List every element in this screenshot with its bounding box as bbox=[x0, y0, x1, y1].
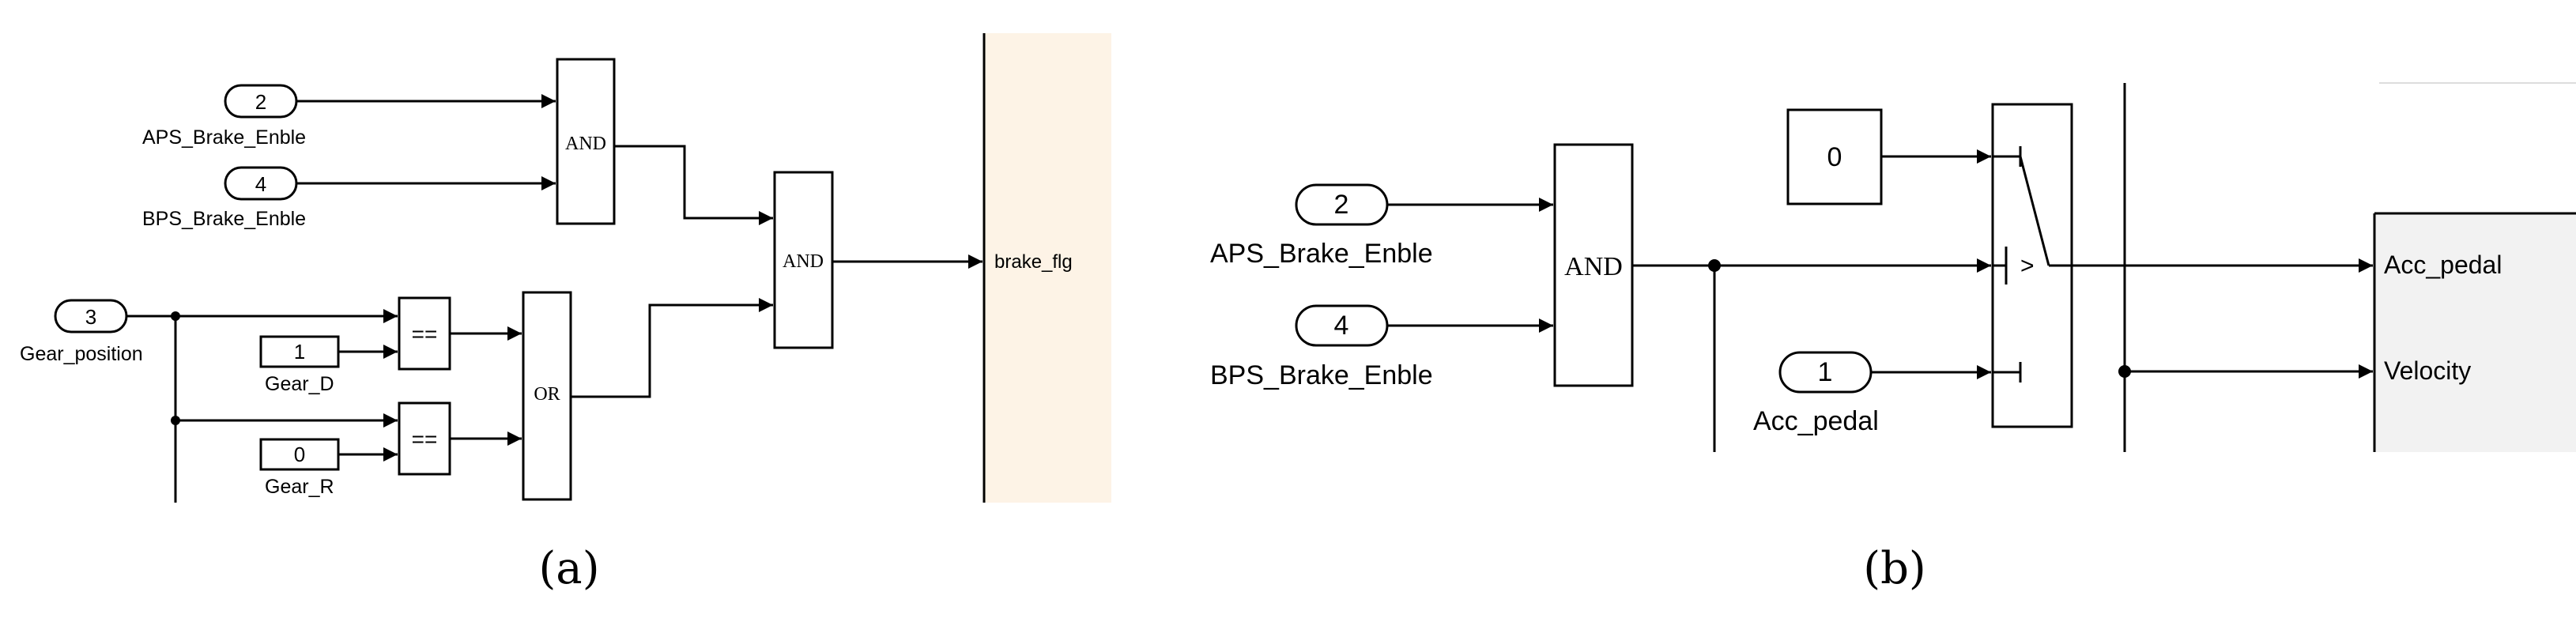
constant-gear-d-label: Gear_D bbox=[265, 373, 334, 395]
constant-gear-r-label: Gear_R bbox=[265, 476, 334, 498]
relational-eq-block-2[interactable] bbox=[398, 401, 451, 476]
caption-b: (b) bbox=[1863, 543, 1926, 594]
inport-aps-b-label: APS_Brake_Enble bbox=[1210, 239, 1433, 269]
inport-bps-b-number: 4 bbox=[1334, 311, 1349, 341]
inport-bps-a-label: BPS_Brake_Enble bbox=[142, 208, 306, 230]
constant-gear-d-value: 1 bbox=[294, 340, 305, 364]
or-block-label: OR bbox=[534, 384, 560, 405]
switch-criteria-symbol: > bbox=[2020, 253, 2035, 279]
and-block-1-label: AND bbox=[565, 134, 606, 154]
inport-bps-b-label: BPS_Brake_Enble bbox=[1210, 360, 1433, 390]
and-block-2-label: AND bbox=[783, 251, 824, 272]
and-block-1[interactable] bbox=[556, 58, 616, 225]
panel-a: 2 APS_Brake_Enble 4 BPS_Brake_Enble AND … bbox=[20, 33, 1111, 594]
switch-glyph-icon bbox=[1993, 146, 2072, 382]
constant-zero-b[interactable] bbox=[1786, 108, 1883, 205]
wire-and1-to-and2 bbox=[614, 145, 773, 225]
inport-gear-position-label: Gear_position bbox=[20, 343, 143, 365]
inport-aps-a-number: 2 bbox=[255, 90, 266, 114]
brake-subsystem-block[interactable] bbox=[983, 33, 1111, 503]
relational-eq-2-symbol: == bbox=[412, 427, 438, 451]
and-block-b-label: AND bbox=[1564, 252, 1623, 281]
branch-point-b1 bbox=[1708, 259, 1721, 272]
inport-gear-position-number: 3 bbox=[85, 305, 96, 329]
relational-eq-1-symbol: == bbox=[412, 322, 438, 346]
relational-eq-block-1[interactable] bbox=[398, 296, 451, 371]
constant-gear-d[interactable] bbox=[259, 335, 340, 368]
output-subsystem-block[interactable] bbox=[2374, 213, 2576, 452]
inport-aps-b-number: 2 bbox=[1334, 190, 1349, 220]
branch-point-b2 bbox=[2118, 365, 2131, 378]
branch-point-a1 bbox=[171, 311, 180, 321]
wire-or-to-and2 bbox=[571, 298, 773, 398]
inport-bps-a-number: 4 bbox=[255, 172, 266, 196]
caption-a: (a) bbox=[538, 543, 599, 594]
inport-acc-pedal-label: Acc_pedal bbox=[1753, 406, 1879, 436]
constant-zero-b-value: 0 bbox=[1827, 142, 1842, 172]
inport-acc-pedal-number: 1 bbox=[1818, 357, 1833, 387]
constant-gear-r-value: 0 bbox=[294, 443, 305, 466]
and-block-2[interactable] bbox=[773, 171, 834, 349]
output-velocity-label: Velocity bbox=[2384, 356, 2471, 385]
output-acc-pedal-label: Acc_pedal bbox=[2384, 251, 2502, 279]
panel-b: 2 APS_Brake_Enble 4 BPS_Brake_Enble AND … bbox=[1210, 82, 2576, 594]
branch-point-a2 bbox=[171, 416, 180, 425]
inport-aps-a-label: APS_Brake_Enble bbox=[142, 126, 306, 149]
output-brake-flg-label: brake_flg bbox=[994, 251, 1073, 273]
